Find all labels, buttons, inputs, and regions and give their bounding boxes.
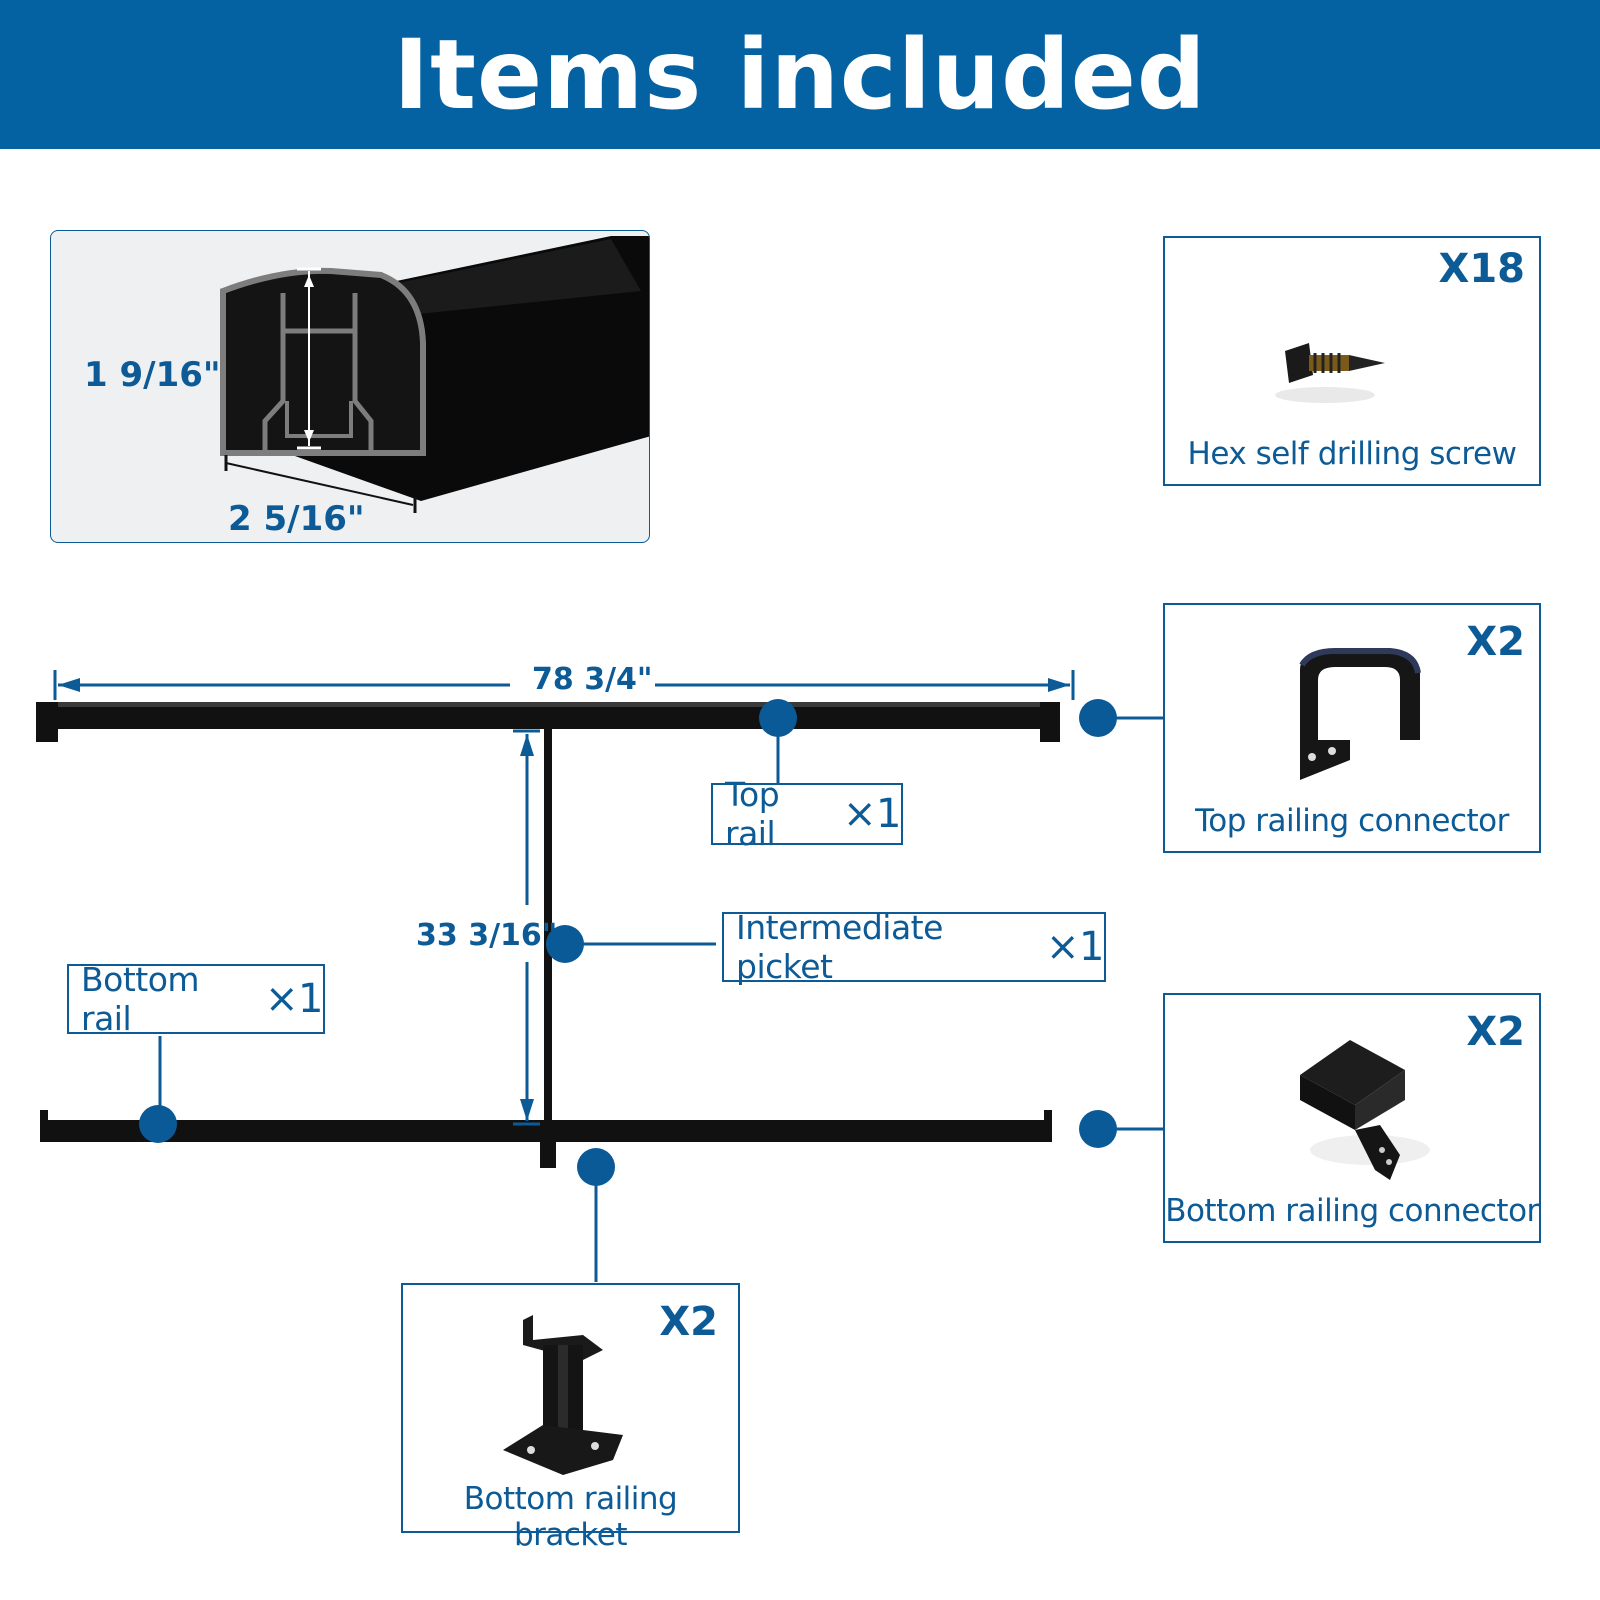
screw-icon [1275, 343, 1385, 403]
bottom-connector-dot [1079, 1110, 1117, 1148]
profile-width-dimension: 2 5/16" [228, 499, 365, 539]
bottom-rail-callout: Bottom rail ×1 [67, 960, 325, 1038]
bottom-rail-bar [40, 1110, 1052, 1168]
screw-part-box: X18 Hex self drilling screw [1163, 236, 1541, 486]
top-rail-bar [36, 702, 1060, 742]
bottom-rail-label: Bottom rail [81, 960, 200, 1038]
top-connector-part-box: X2 Top railing connector [1163, 603, 1541, 853]
top-rail-quantity: ×1 [843, 791, 901, 837]
bracket-count: X2 [659, 1299, 718, 1345]
top-connector-count: X2 [1466, 619, 1525, 665]
picket-callout: Intermediate picket ×1 [722, 908, 1106, 986]
rail-profile-panel [50, 230, 650, 543]
bracket-label: Bottom railing bracket [463, 1481, 678, 1553]
profile-height-dimension: 1 9/16" [84, 355, 221, 395]
bottom-connector-icon [1300, 1040, 1430, 1180]
bracket-dot [577, 1148, 615, 1186]
rail-length-dimension: 78 3/4" [532, 662, 653, 697]
picket-dot [546, 925, 584, 963]
top-connector-label: Top railing connector [1195, 803, 1509, 839]
bottom-connector-part-box: X2 Bottom railing connector [1163, 993, 1541, 1243]
bottom-connector-label: Bottom railing connector [1165, 1193, 1539, 1229]
top-rail-label: Top rail [725, 775, 780, 853]
screw-label: Hex self drilling screw [1187, 436, 1517, 472]
page-title: Items included [393, 18, 1207, 131]
bracket-part-box: X2 Bottom railing bracket [401, 1283, 740, 1553]
top-rail-dot [759, 699, 797, 737]
picket-label: Intermediate picket [736, 908, 943, 986]
bottom-rail-quantity: ×1 [265, 976, 323, 1022]
rail-profile-illustration [220, 236, 649, 513]
top-connector-icon [1299, 648, 1421, 780]
screw-count: X18 [1438, 246, 1525, 292]
bracket-icon [503, 1315, 623, 1475]
picket-quantity: ×1 [1046, 924, 1104, 970]
header-banner: Items included [0, 0, 1600, 149]
top-rail-callout: Top rail ×1 [711, 775, 903, 853]
bottom-connector-count: X2 [1466, 1009, 1525, 1055]
bottom-rail-dot [139, 1105, 177, 1143]
top-connector-dot [1079, 699, 1117, 737]
picket-height-dimension: 33 3/16" [416, 918, 558, 953]
